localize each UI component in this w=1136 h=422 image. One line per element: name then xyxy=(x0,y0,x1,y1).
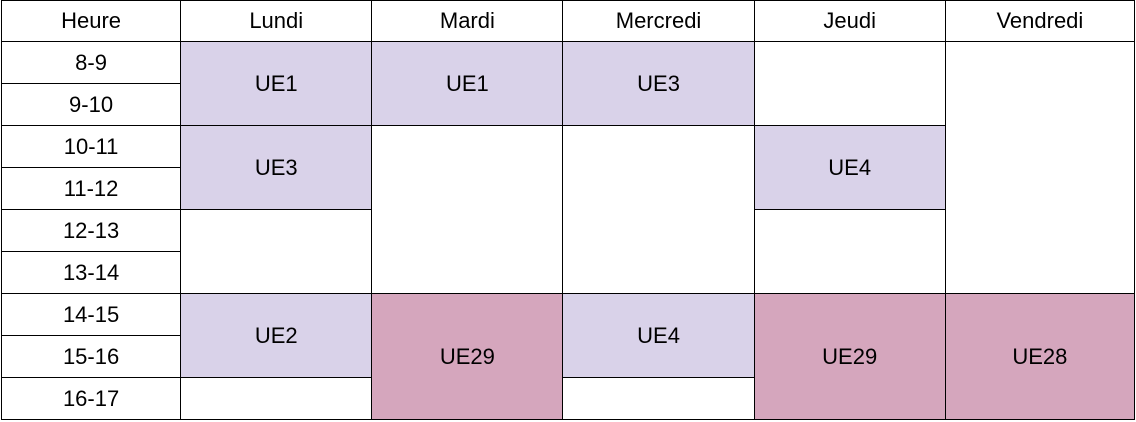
hour-label: 9-10 xyxy=(0,83,182,126)
course-cell: UE4 xyxy=(753,125,946,210)
empty-cell xyxy=(944,41,1136,294)
hour-label: 8-9 xyxy=(0,41,182,84)
hour-row: 13-14 xyxy=(0,251,1135,294)
hour-row: 16-17 xyxy=(0,377,1135,420)
hour-row: 9-10 xyxy=(0,83,1135,126)
header-day-lundi: Lundi xyxy=(180,0,373,42)
course-cell: UE29 xyxy=(371,293,564,420)
header-row: Heure Lundi Mardi Mercredi Jeudi Vendred… xyxy=(0,0,1136,42)
hour-label: 15-16 xyxy=(0,335,182,378)
empty-cell xyxy=(562,377,755,420)
header-day-mercredi: Mercredi xyxy=(562,0,755,42)
hour-label: 12-13 xyxy=(0,209,182,252)
course-cell: UE3 xyxy=(180,125,373,210)
header-day-vendredi: Vendredi xyxy=(944,0,1136,42)
empty-cell xyxy=(753,209,946,294)
hour-label: 13-14 xyxy=(0,251,182,294)
course-cell: UE1 xyxy=(371,41,564,126)
hour-row: 11-12 xyxy=(0,167,1135,210)
hour-label: 11-12 xyxy=(0,167,182,210)
hour-row: 12-13 xyxy=(0,209,1135,294)
empty-cell xyxy=(180,209,373,294)
hour-label: 16-17 xyxy=(0,377,182,420)
empty-cell xyxy=(371,125,564,294)
header-day-mardi: Mardi xyxy=(371,0,564,42)
course-cell: UE28 xyxy=(944,293,1136,420)
empty-cell xyxy=(562,125,755,294)
empty-cell xyxy=(180,377,373,420)
course-cell: UE2 xyxy=(180,293,373,378)
course-cell: UE3 xyxy=(562,41,755,126)
hour-row: 8-9 UE1 UE1 UE3 xyxy=(0,41,1136,294)
hour-row: 14-15 UE2 UE29 UE4 UE29 UE28 xyxy=(0,293,1136,420)
header-hour: Heure xyxy=(0,0,182,42)
course-cell: UE1 xyxy=(180,41,373,126)
course-cell: UE4 xyxy=(562,293,755,378)
course-cell: UE29 xyxy=(753,293,946,420)
hour-label: 14-15 xyxy=(0,293,182,336)
empty-cell xyxy=(753,41,946,126)
hour-row: 10-11 UE3 UE4 xyxy=(0,125,1135,294)
header-day-jeudi: Jeudi xyxy=(753,0,946,42)
hour-label: 10-11 xyxy=(0,125,182,168)
